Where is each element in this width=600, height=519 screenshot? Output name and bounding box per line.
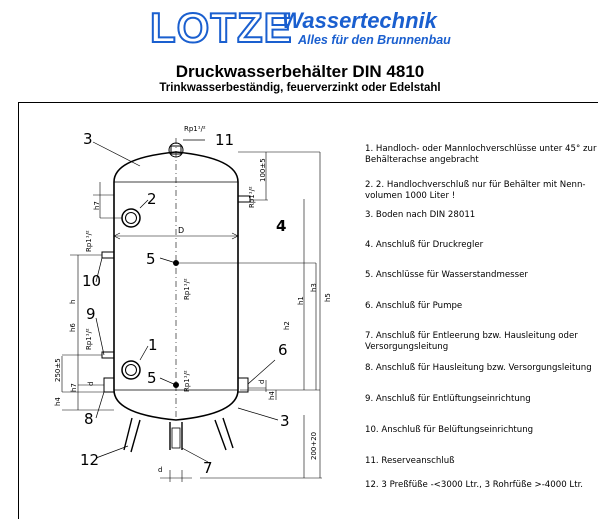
callout-leaders — [92, 139, 279, 463]
dim-h7: h7 — [93, 201, 101, 210]
thread-label-left-lower: Rp1¹/² — [85, 328, 93, 350]
page-subtitle: Trinkwasserbeständig, feuerverzinkt oder… — [159, 82, 441, 94]
logo-wordmark: LOTZE — [149, 4, 293, 51]
page-title: Druckwasserbehälter DIN 4810 — [175, 62, 425, 81]
dim-h4-right: h4 — [268, 391, 276, 400]
company-logo: LOTZE Wassertechnik Alles für den Brunne… — [149, 4, 460, 51]
top-connection — [168, 138, 184, 420]
dim-h6: h6 — [69, 323, 77, 332]
legend-item-10: 10. Anschluß für Belüftungseinrichtung — [365, 425, 534, 435]
dim-h5: h5 — [324, 293, 332, 302]
legend-item-12: 12. 3 Preßfüße -<3000 Ltr., 3 Rohrfüße >… — [365, 480, 584, 490]
callout-5-upper: 5 — [146, 250, 156, 268]
legend-item-1: 1. Handloch- oder Mannlochverschlüsse un… — [365, 144, 597, 165]
dim-h2: h2 — [283, 321, 291, 330]
legend-item-6: 6. Anschluß für Pumpe — [365, 301, 463, 311]
legend-item-5: 5. Anschlüsse für Wasserstandmesser — [365, 270, 528, 280]
thread-label-right-upper: Rp1¹/² — [248, 186, 256, 208]
legend-item-2: 2. 2. Handlochverschluß nur für Behälter… — [365, 180, 586, 201]
dim-100: 100±5 — [259, 158, 267, 182]
dim-h4-left: h4 — [54, 397, 62, 406]
callout-3-bottom: 3 — [280, 412, 290, 430]
callout-5-lower: 5 — [147, 369, 157, 387]
legend-item-8: 8. Anschluß für Hausleitung bzw. Versorg… — [365, 363, 592, 373]
thread-label-left-upper: Rp1¹/² — [85, 230, 93, 252]
legend-item-4: 4. Anschluß für Druckregler — [365, 240, 484, 250]
thread-label-top: Rp1¹/² — [184, 125, 206, 133]
logo-tagline: Alles für den Brunnenbau — [298, 33, 451, 47]
logo-brand-name: Wassertechnik — [282, 8, 437, 33]
drawing-frame — [18, 102, 598, 519]
thread-label-center-lower: Rp1¹/² — [183, 370, 191, 392]
callout-10: 10 — [82, 272, 102, 290]
callout-2: 2 — [147, 190, 157, 208]
left-dimensions — [61, 182, 122, 411]
legend-item-7: 7. Anschluß für Entleerung bzw. Hausleit… — [365, 331, 578, 352]
dim-d-right: d — [258, 379, 266, 384]
right-dimensions — [176, 151, 322, 479]
dim-h1: h1 — [297, 296, 305, 305]
dim-h: h — [69, 299, 77, 304]
legend-item-9: 9. Anschluß für Entlüftungseinrichtung — [365, 394, 531, 404]
manhole-lower — [121, 360, 141, 380]
dim-d-left: d — [87, 381, 95, 386]
manhole-upper — [121, 208, 141, 228]
thread-label-center-upper: Rp1¹/² — [183, 278, 191, 300]
callout-3-top: 3 — [83, 130, 93, 148]
callout-7: 7 — [203, 459, 213, 477]
dim-diameter: D — [178, 226, 185, 235]
legend-item-11: 11. Reserveanschluß — [365, 456, 455, 466]
tank-legs — [123, 417, 234, 453]
dim-h3: h3 — [310, 283, 318, 292]
dim-h7-lower: h7 — [70, 383, 78, 392]
callout-4: 4 — [276, 217, 287, 235]
callout-1: 1 — [148, 336, 158, 354]
callout-9: 9 — [86, 305, 96, 323]
dim-d-bottom: d — [158, 466, 163, 474]
legend-item-3: 3. Boden nach DIN 28011 — [365, 210, 476, 220]
callout-6: 6 — [278, 341, 288, 359]
dim-250: 250±5 — [54, 358, 62, 382]
callout-8: 8 — [84, 410, 94, 428]
callout-12: 12 — [80, 451, 100, 469]
dim-200: 200+20 — [310, 431, 318, 460]
callout-11: 11 — [215, 131, 235, 149]
